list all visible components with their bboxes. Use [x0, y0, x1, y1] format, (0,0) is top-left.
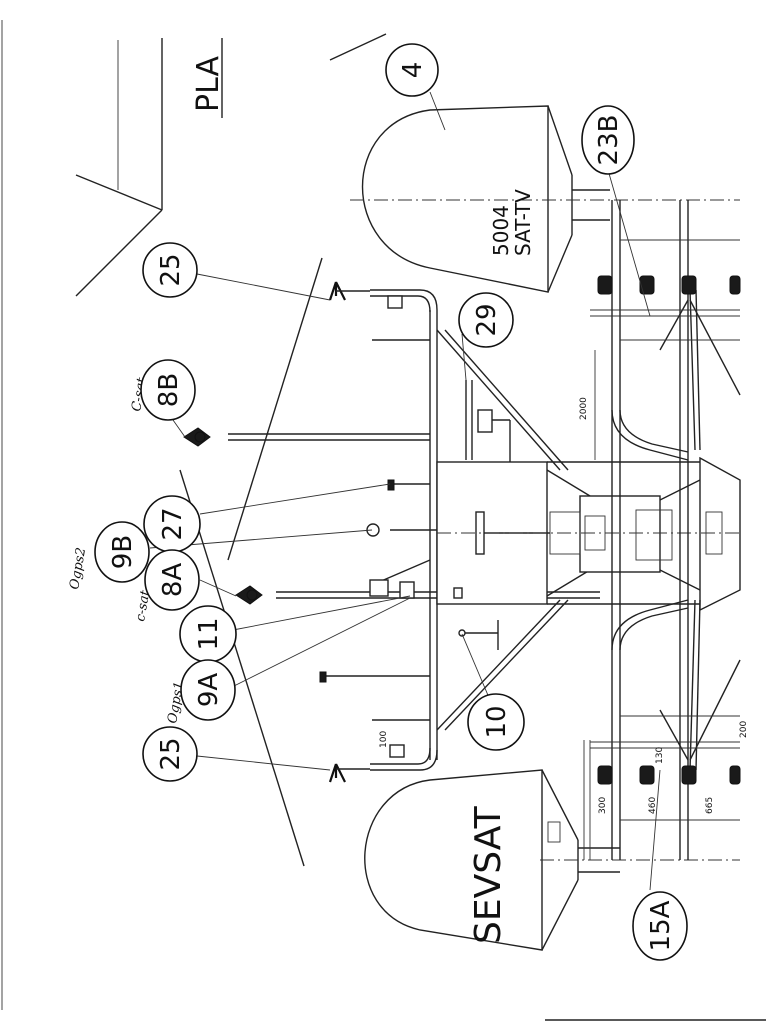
svg-text:23B: 23B [594, 115, 624, 166]
svg-text:8B: 8B [154, 373, 184, 407]
tank-bottom [364, 769, 740, 951]
dimension-200: 200 [739, 721, 749, 738]
svg-text:27: 27 [158, 507, 188, 540]
frame-lines [1, 20, 766, 1021]
callout-c25-top: 25 [142, 242, 198, 298]
dimension-665: 665 [705, 797, 715, 814]
callout-c11: 11 [179, 605, 237, 663]
svg-text:4: 4 [398, 62, 428, 79]
callout-c8b: 8B [140, 359, 196, 421]
dimension-2000: 2000 [579, 397, 589, 420]
svg-text:25: 25 [156, 253, 186, 286]
svg-text:25: 25 [156, 737, 186, 770]
main-mast [228, 289, 741, 771]
note-ogps2: Ogps2 [67, 546, 89, 590]
dimension-130: 130 [655, 747, 665, 764]
callout-c23b: 23B [581, 105, 635, 175]
dimensions: 2000 200 130 100 300 460 665 [379, 350, 749, 814]
note-csat-mid: c-sat [133, 588, 153, 622]
header-label: PLA [191, 56, 226, 112]
tank-top-label-line1: 5004 [489, 205, 513, 256]
dimension-460: 460 [648, 797, 658, 814]
tank-top [350, 105, 740, 293]
callout-c10: 10 [467, 693, 525, 751]
svg-text:15A: 15A [646, 900, 676, 951]
svg-text:9A: 9A [194, 673, 224, 708]
svg-text:29: 29 [472, 303, 502, 336]
callout-c15a: 15A [632, 891, 688, 961]
svg-text:10: 10 [482, 705, 512, 738]
callout-c9b: 9B [94, 521, 150, 583]
leader-lines [149, 91, 661, 891]
tank-top-label-line2: SAT-TV [511, 189, 535, 256]
dimension-300: 300 [598, 797, 608, 814]
callout-c27: 27 [143, 495, 201, 553]
callout-c4: 4 [385, 43, 439, 97]
dimension-100: 100 [379, 731, 389, 748]
tank-top-label: 5004 SAT-TV [489, 189, 535, 256]
svg-text:9B: 9B [108, 535, 138, 569]
callout-c29: 29 [458, 292, 514, 348]
guide-lines [179, 257, 323, 867]
svg-text:8A: 8A [158, 563, 188, 598]
callout-c25-bottom: 25 [142, 726, 198, 782]
callout-c8a: 8A [144, 549, 200, 611]
callout-c9a: 9A [180, 659, 236, 721]
header-block: PLA [191, 56, 226, 112]
tank-bottom-label: SEVSAT [468, 805, 509, 944]
uprights [583, 200, 741, 860]
tank-bottom-label-text: SEVSAT [468, 805, 509, 944]
insulators [597, 275, 741, 785]
svg-text:11: 11 [194, 617, 224, 650]
